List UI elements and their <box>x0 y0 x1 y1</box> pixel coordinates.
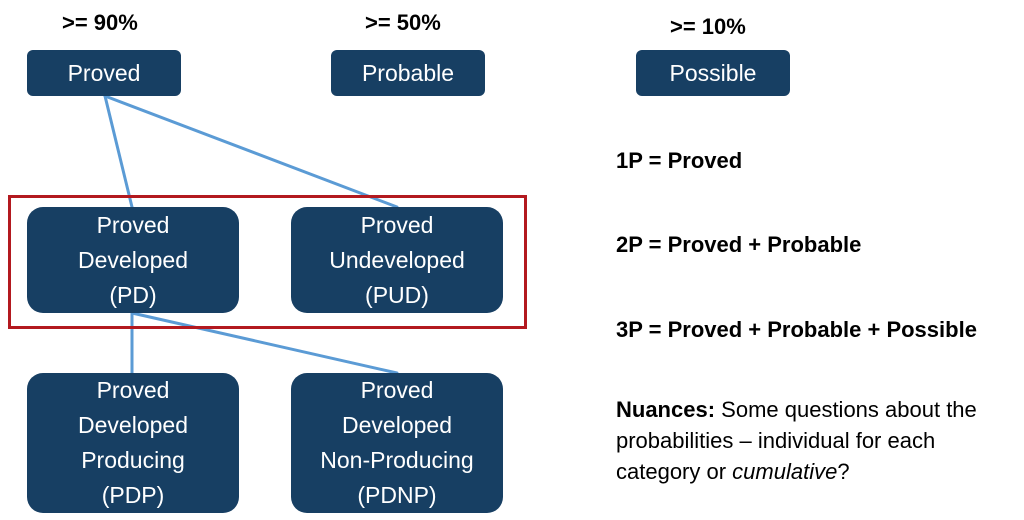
node-pud-line-3: (PUD) <box>365 281 429 308</box>
node-pdnp-line-2: Developed <box>342 412 452 438</box>
threshold-possible: >= 10% <box>670 14 746 39</box>
node-pdnp-line-4: (PDNP) <box>357 482 437 508</box>
formula-3p: 3P = Proved + Probable + Possible <box>616 317 977 342</box>
proved-subcategories-highlight <box>8 195 527 329</box>
threshold-proved: >= 90% <box>62 10 138 35</box>
nuances-text-before: Some questions about the probabilities –… <box>616 397 977 484</box>
node-proved-undeveloped: Proved Undeveloped (PUD) <box>291 207 503 313</box>
node-pd-line-1: Proved <box>96 211 170 238</box>
node-pdp-line-2: Developed <box>78 412 188 438</box>
category-possible-label: Possible <box>669 59 757 86</box>
nuances-label: Nuances: <box>616 397 716 422</box>
nuances-note: Nuances: Some questions about the probab… <box>616 394 1016 487</box>
connector-proved-to-pd <box>103 94 134 209</box>
node-pud-line-1: Proved <box>360 211 434 238</box>
node-proved-developed-non-producing: Proved Developed Non-Producing (PDNP) <box>291 373 503 513</box>
node-pdp-line-3: Producing <box>81 447 185 473</box>
node-pdnp-line-3: Non-Producing <box>320 447 474 473</box>
threshold-probable: >= 50% <box>365 10 441 35</box>
category-probable: Probable <box>331 50 485 96</box>
category-proved-label: Proved <box>67 59 141 86</box>
formula-1p: 1P = Proved <box>616 148 743 173</box>
connector-proved-to-pud <box>103 94 399 209</box>
category-probable-label: Probable <box>361 59 455 86</box>
category-possible: Possible <box>636 50 790 96</box>
node-pd-line-3: (PD) <box>109 281 157 308</box>
node-proved-developed-producing: Proved Developed Producing (PDP) <box>27 373 239 513</box>
formula-2p: 2P = Proved + Probable <box>616 232 862 257</box>
category-proved: Proved <box>27 50 181 96</box>
nuances-text-after: ? <box>837 459 850 484</box>
node-pud-line-2: Undeveloped <box>329 246 465 273</box>
nuances-emphasis: cumulative <box>732 459 838 484</box>
node-pdp-line-4: (PDP) <box>101 482 165 508</box>
node-pdnp-line-1: Proved <box>360 377 434 403</box>
node-pdp-line-1: Proved <box>96 377 170 403</box>
node-pd-line-2: Developed <box>78 246 188 273</box>
node-proved-developed: Proved Developed (PD) <box>27 207 239 313</box>
